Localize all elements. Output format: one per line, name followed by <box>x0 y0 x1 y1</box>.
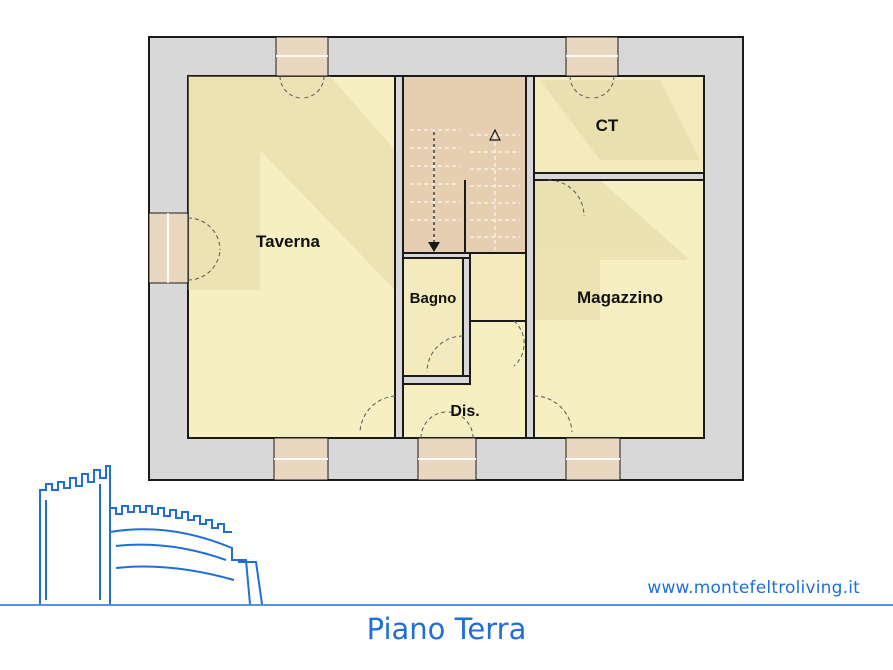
room-label-ct: CT <box>596 116 619 135</box>
inner-walls <box>394 75 705 439</box>
stair-direction-arrow-icon <box>428 128 501 252</box>
room-label-bagno: Bagno <box>410 290 457 307</box>
staircase <box>410 129 520 250</box>
room-label-magazzino: Magazzino <box>577 288 663 307</box>
bagno-room <box>402 257 464 377</box>
castle-tower-logo-icon <box>39 465 263 605</box>
room-label-taverna: Taverna <box>256 232 320 251</box>
corridor-upper <box>469 252 527 322</box>
room-label-dis: Dis. <box>450 403 479 420</box>
floor-title: Piano Terra <box>366 612 527 646</box>
rooms <box>187 75 705 439</box>
taverna-room <box>187 75 396 439</box>
ct-room <box>533 75 705 174</box>
light-shading <box>188 76 700 320</box>
magazzino-room <box>533 179 705 439</box>
website-url: www.montefeltroliving.it <box>647 578 860 598</box>
door-swings <box>187 75 615 439</box>
